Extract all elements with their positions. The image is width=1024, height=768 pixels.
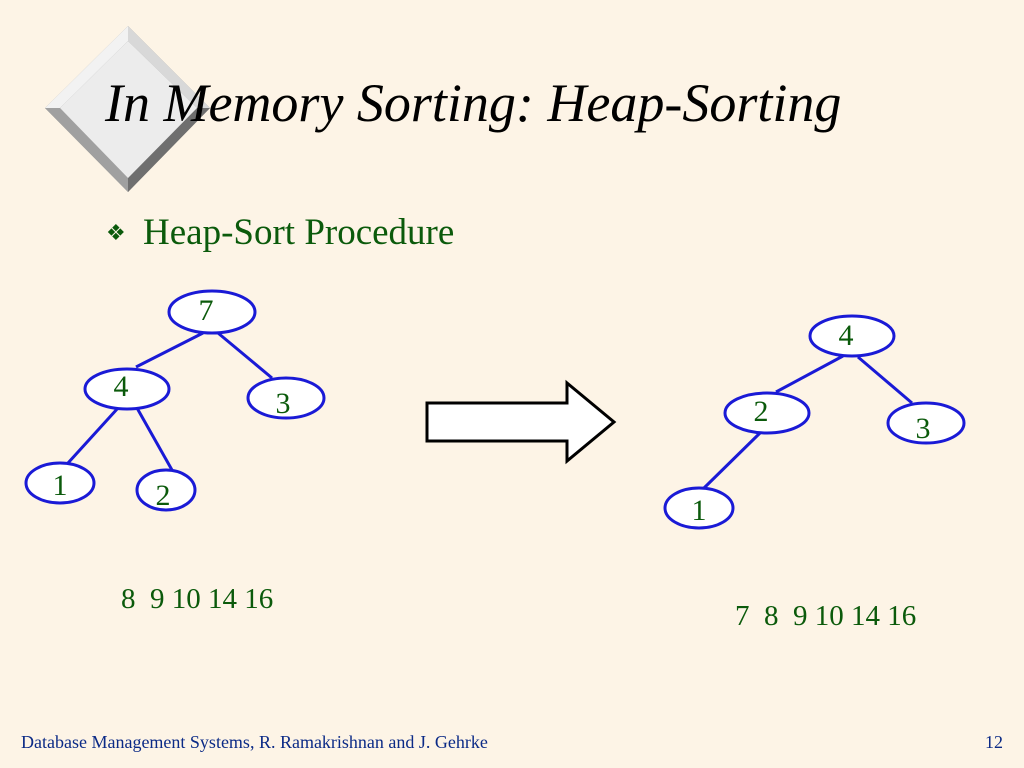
slide-title: In Memory Sorting: Heap-Sorting — [105, 73, 842, 133]
left-tree-node-left-right: 2 — [135, 468, 197, 512]
right-tree-node-right-label: 3 — [916, 412, 931, 445]
page-number: 12 — [985, 732, 1003, 752]
four-petal-diamond-icon: ❖ — [106, 220, 126, 245]
right-tree-node-left-label: 2 — [754, 395, 769, 428]
bullet-text: Heap-Sort Procedure — [143, 212, 455, 253]
right-tree-node-left: 2 — [723, 391, 811, 435]
left-tree-edge-left-leftright — [135, 407, 174, 471]
left-tree-node-root: 7 — [167, 289, 257, 335]
left-tree-node-left-left: 1 — [24, 461, 96, 505]
right-arrow-icon — [425, 379, 617, 465]
left-tree: 7 4 3 1 2 — [24, 289, 326, 512]
left-tree-edge-root-left — [135, 331, 204, 369]
right-tree-node-root: 4 — [808, 314, 896, 358]
right-tree: 4 2 3 1 — [663, 314, 966, 530]
right-tree-edges — [702, 354, 913, 490]
left-tree-node-left-left-label: 1 — [53, 469, 68, 502]
right-tree-node-root-label: 4 — [839, 319, 854, 352]
left-tree-edge-root-right — [217, 331, 273, 380]
right-tree-node-right: 3 — [886, 401, 966, 445]
right-tree-edge-root-right — [857, 355, 913, 405]
left-tree-edges — [66, 331, 273, 471]
left-tree-node-left-right-label: 2 — [156, 479, 171, 512]
right-tree-edge-root-left — [775, 354, 844, 394]
right-sorted-tail: 7 8 9 10 14 16 — [735, 600, 917, 632]
right-tree-node-left-left: 1 — [663, 486, 735, 530]
right-tree-node-left-left-label: 1 — [692, 494, 707, 527]
left-tree-node-right-label: 3 — [276, 387, 291, 420]
title-diamond-icon — [45, 26, 210, 192]
left-tree-node-root-label: 7 — [199, 294, 214, 327]
left-tree-node-right: 3 — [246, 376, 326, 420]
left-sorted-tail: 8 9 10 14 16 — [121, 583, 274, 615]
right-tree-edge-left-leftleft — [702, 431, 762, 490]
left-tree-node-left: 4 — [83, 367, 171, 411]
left-tree-node-left-label: 4 — [114, 370, 129, 403]
footer-citation: Database Management Systems, R. Ramakris… — [21, 732, 488, 752]
left-tree-edge-left-leftleft — [66, 406, 120, 465]
